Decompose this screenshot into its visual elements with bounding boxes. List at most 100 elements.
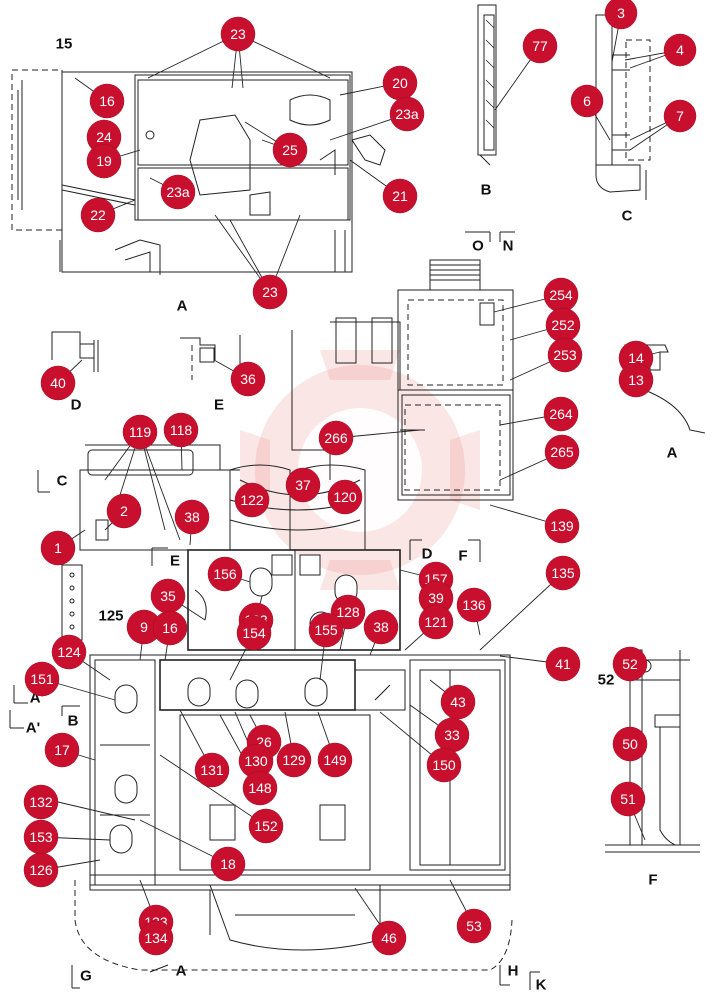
callout-bubble <box>308 612 344 648</box>
callout-number: 25 <box>282 142 298 158</box>
callout-number: 43 <box>450 694 466 710</box>
callout-number: 14 <box>628 350 644 366</box>
callout-number: 129 <box>282 752 306 768</box>
view-label-a-top: A <box>177 298 188 315</box>
callout-number: 23a <box>166 184 190 200</box>
callout-bubble <box>272 132 308 168</box>
callout-17: 17 <box>44 732 80 768</box>
callout-38: 38 <box>174 499 210 535</box>
callout-number: 149 <box>323 752 347 768</box>
callout-9: 9 <box>126 609 162 645</box>
callout-bubble <box>547 337 583 373</box>
callout-bubble <box>220 16 256 52</box>
callout-bubble <box>86 143 122 179</box>
callout-number: 120 <box>333 489 357 505</box>
callout-13: 13 <box>618 362 654 398</box>
callout-bubble <box>456 908 492 944</box>
callout-bubble <box>543 396 579 432</box>
callout-152: 152 <box>248 808 284 844</box>
callout-bubble <box>426 747 462 783</box>
callout-154: 154 <box>236 615 272 651</box>
callout-number: 135 <box>551 565 575 581</box>
callout-bubble <box>618 362 654 398</box>
arrow-label-b: B <box>68 713 79 730</box>
callout-bubble <box>389 96 425 132</box>
callout-number: 35 <box>160 588 176 604</box>
callout-150: 150 <box>426 747 462 783</box>
callout-122: 122 <box>234 482 270 518</box>
view-b-drawing <box>477 4 497 166</box>
callout-265: 265 <box>544 434 580 470</box>
callout-20: 20 <box>382 65 418 101</box>
callout-number: 21 <box>392 188 408 204</box>
callout-4: 4 <box>663 33 697 67</box>
callout-number: 131 <box>200 762 224 778</box>
callout-number: 156 <box>213 566 237 582</box>
callout-number: 39 <box>428 590 444 606</box>
callout-23a: 23a <box>160 174 196 210</box>
view-label-f: F <box>648 872 657 889</box>
callout-number: 40 <box>50 375 66 391</box>
callout-23: 23 <box>220 16 256 52</box>
callout-53: 53 <box>456 908 492 944</box>
callout-number: 122 <box>240 492 264 508</box>
callout-266: 266 <box>318 420 354 456</box>
callout-bubble <box>456 587 492 623</box>
callout-number: 36 <box>240 371 256 387</box>
callout-bubble <box>230 361 266 397</box>
callout-bubble <box>248 808 284 844</box>
view-label-b: B <box>481 182 492 199</box>
callout-number: 252 <box>551 317 575 333</box>
callout-23a: 23a <box>389 96 425 132</box>
callout-number: 50 <box>622 736 638 752</box>
callout-136: 136 <box>456 587 492 623</box>
callout-bubble <box>545 555 581 591</box>
callout-bubble <box>40 365 76 401</box>
callout-36: 36 <box>230 361 266 397</box>
callout-43: 43 <box>440 684 476 720</box>
callout-18: 18 <box>210 846 246 882</box>
callout-number: 53 <box>466 918 482 934</box>
callout-number: 121 <box>424 614 448 630</box>
label-52: 52 <box>598 672 615 689</box>
view-a-top-drawing <box>11 69 386 275</box>
callout-135: 135 <box>545 555 581 591</box>
callout-number: 148 <box>248 780 272 796</box>
callout-number: 17 <box>54 742 70 758</box>
callout-bubble <box>418 604 454 640</box>
callout-bubble <box>610 781 646 817</box>
view-c-drawing <box>595 14 651 200</box>
callout-number: 128 <box>336 604 360 620</box>
callout-number: 52 <box>622 656 638 672</box>
callout-number: 46 <box>381 930 397 946</box>
callout-33: 33 <box>434 717 470 753</box>
callout-bubble <box>40 530 76 566</box>
callout-126: 126 <box>23 852 59 888</box>
callout-129: 129 <box>276 742 312 778</box>
arrow-label-f: F <box>458 548 467 565</box>
callout-number: 118 <box>170 422 193 438</box>
callout-7: 7 <box>663 99 697 133</box>
callout-38: 38 <box>363 609 399 645</box>
view-label-e: E <box>214 397 224 414</box>
section-arrow-marks <box>9 470 540 990</box>
arrow-label-n: N <box>503 238 514 255</box>
callout-number: 18 <box>220 856 236 872</box>
callout-number: 38 <box>373 619 389 635</box>
callout-bubble <box>24 661 60 697</box>
callout-number: 7 <box>676 108 684 124</box>
arrow-label-c: C <box>57 473 68 490</box>
callout-number: 1 <box>54 540 62 556</box>
callout-number: 264 <box>549 406 573 422</box>
callout-119: 119 <box>122 414 158 450</box>
callout-number: 124 <box>57 644 81 660</box>
callout-bubble <box>207 556 243 592</box>
callout-number: 151 <box>30 671 54 687</box>
callout-124: 124 <box>51 634 87 670</box>
section-arrows-o-n <box>465 231 515 242</box>
callout-50: 50 <box>612 726 648 762</box>
callout-bubble <box>371 920 407 956</box>
view-d-drawing <box>51 331 99 372</box>
